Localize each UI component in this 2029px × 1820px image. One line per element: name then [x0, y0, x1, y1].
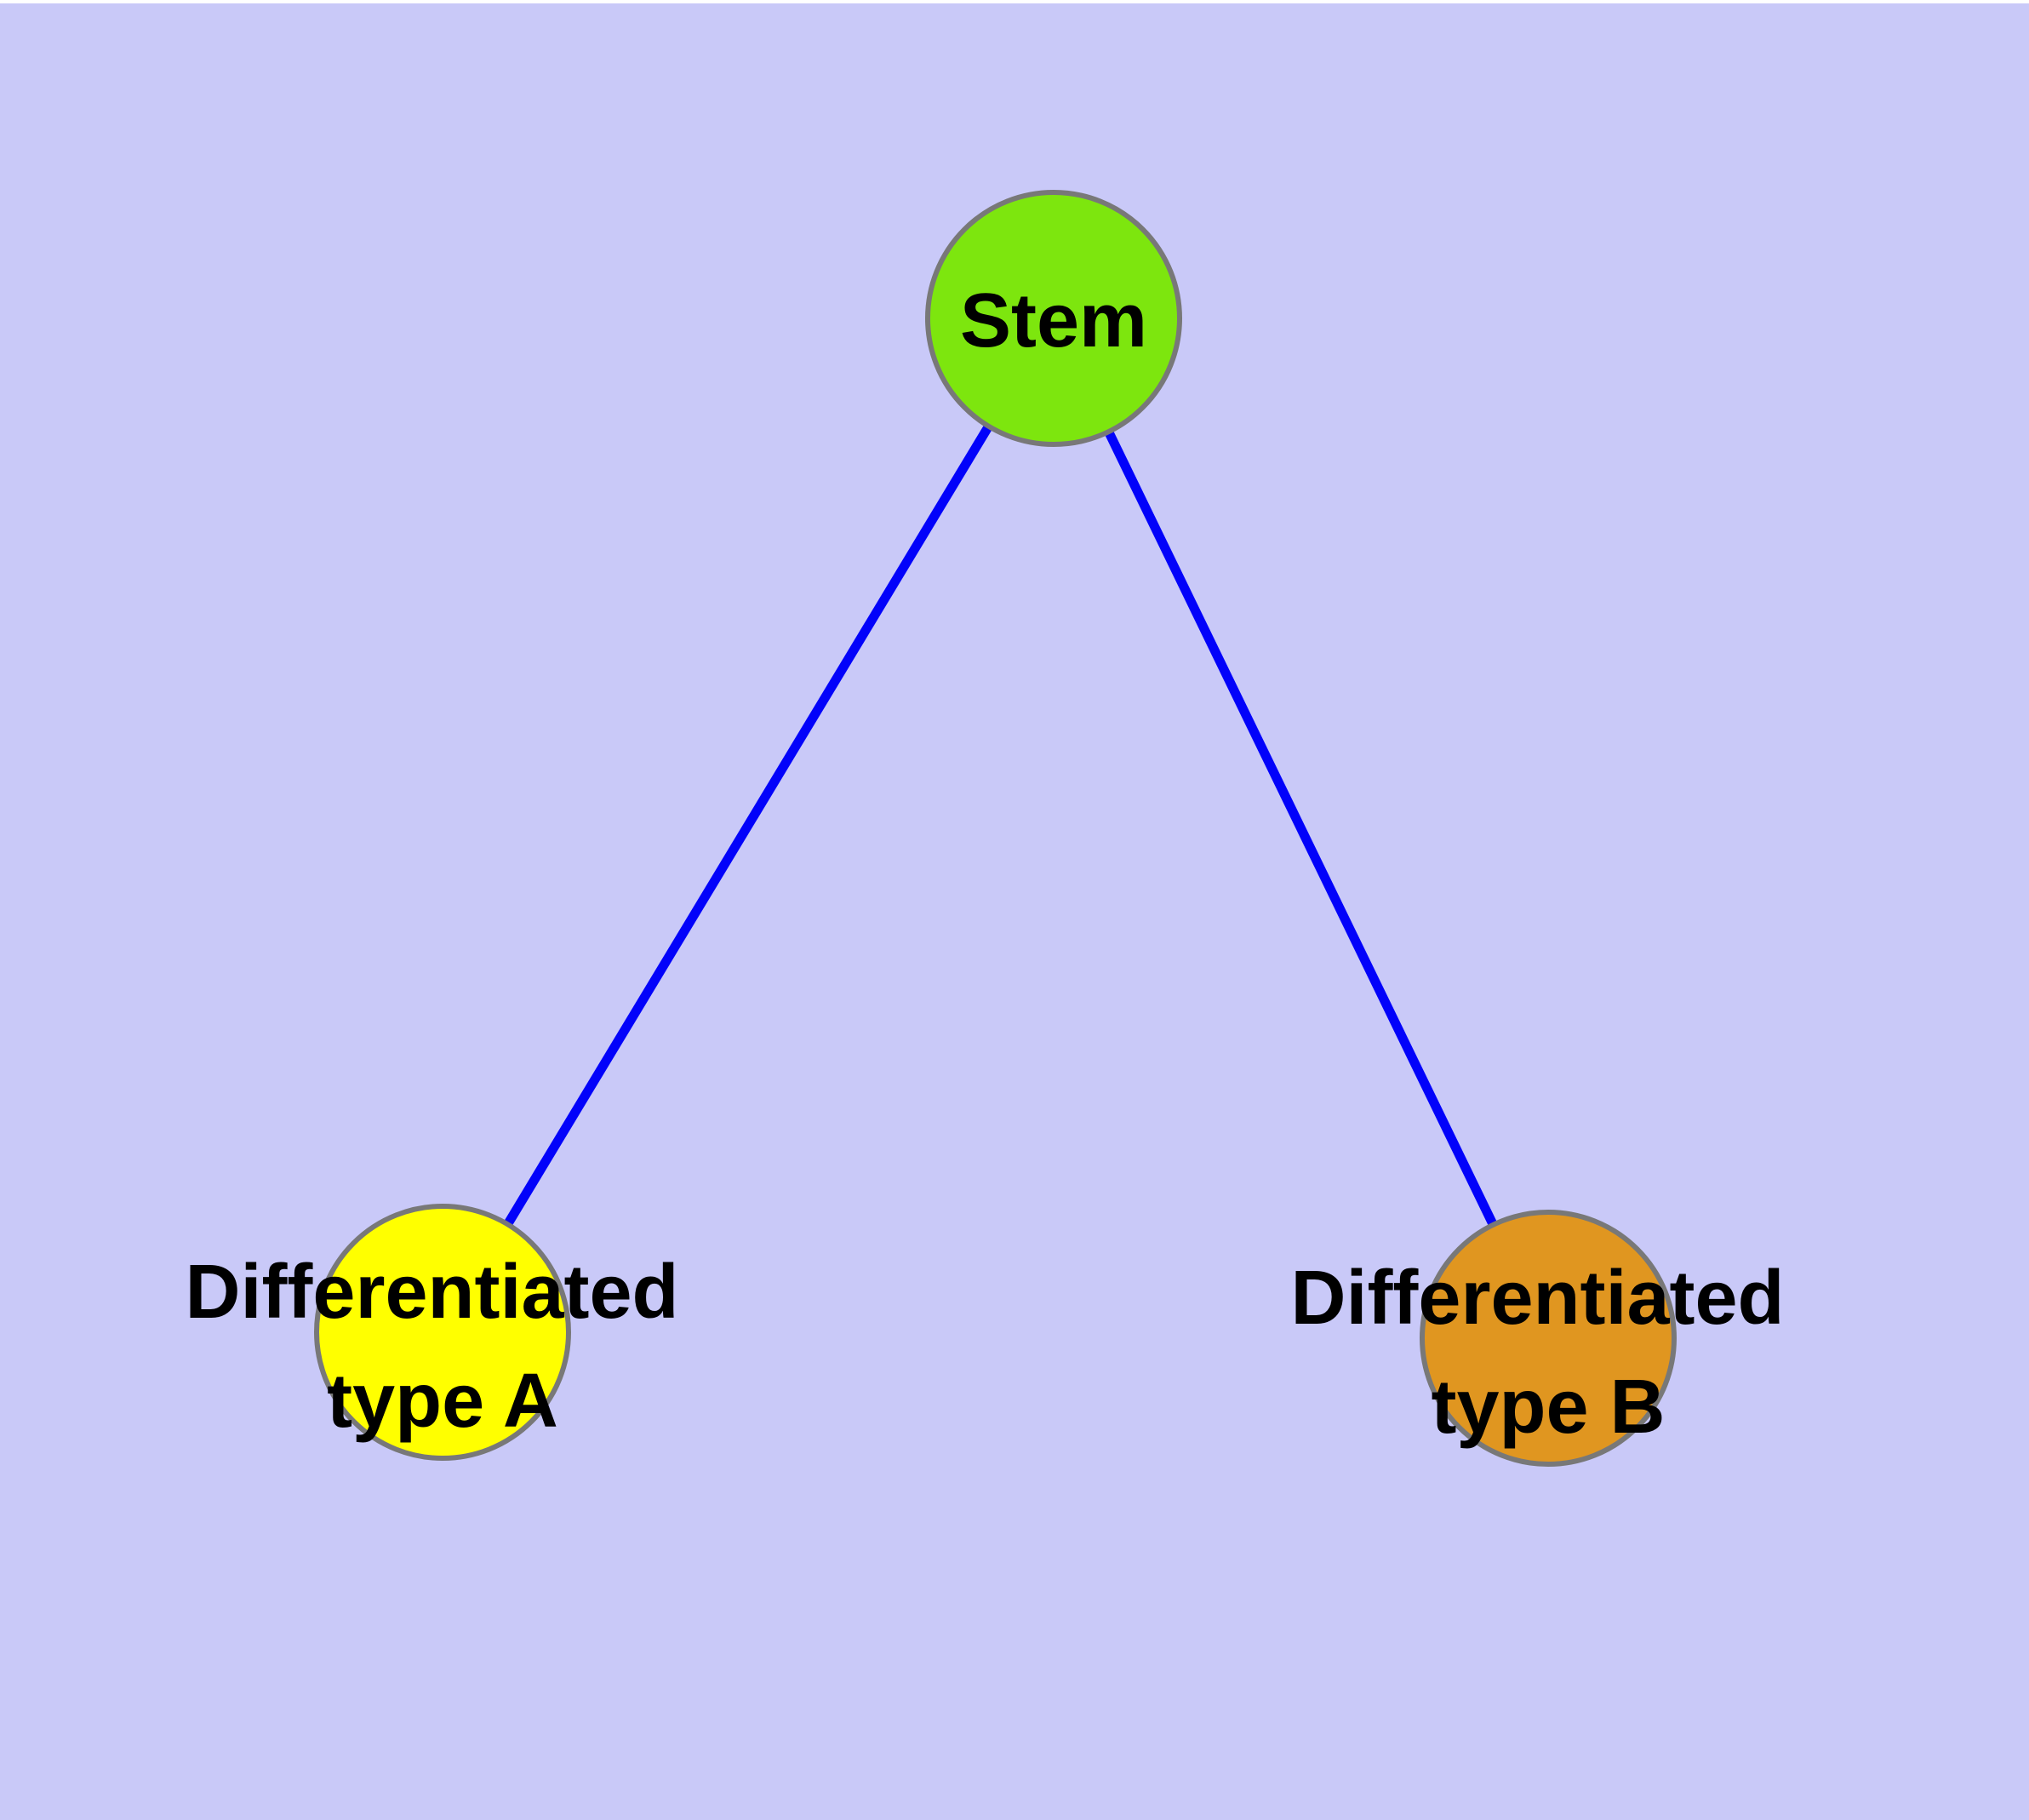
- stem-node: [925, 190, 1182, 447]
- type-a-label-line1: Differentiated: [185, 1250, 678, 1335]
- type-b-label-line1: Differentiated: [1290, 1256, 1784, 1341]
- type-a-label-line2: type A: [327, 1359, 558, 1444]
- differentiated-type-b-node: [1420, 1210, 1677, 1467]
- type-b-label-line2: type B: [1431, 1365, 1665, 1450]
- differentiated-type-a-node: [314, 1204, 571, 1461]
- differentiated-type-b-label: Differentiated type B: [1290, 1256, 1805, 1450]
- differentiated-type-a-label: Differentiated type A: [185, 1250, 700, 1444]
- edge-stem-to-type-b: [1049, 316, 1552, 1341]
- stem-node-label: Stem: [960, 278, 1147, 363]
- edge-stem-to-type-a: [438, 316, 1058, 1335]
